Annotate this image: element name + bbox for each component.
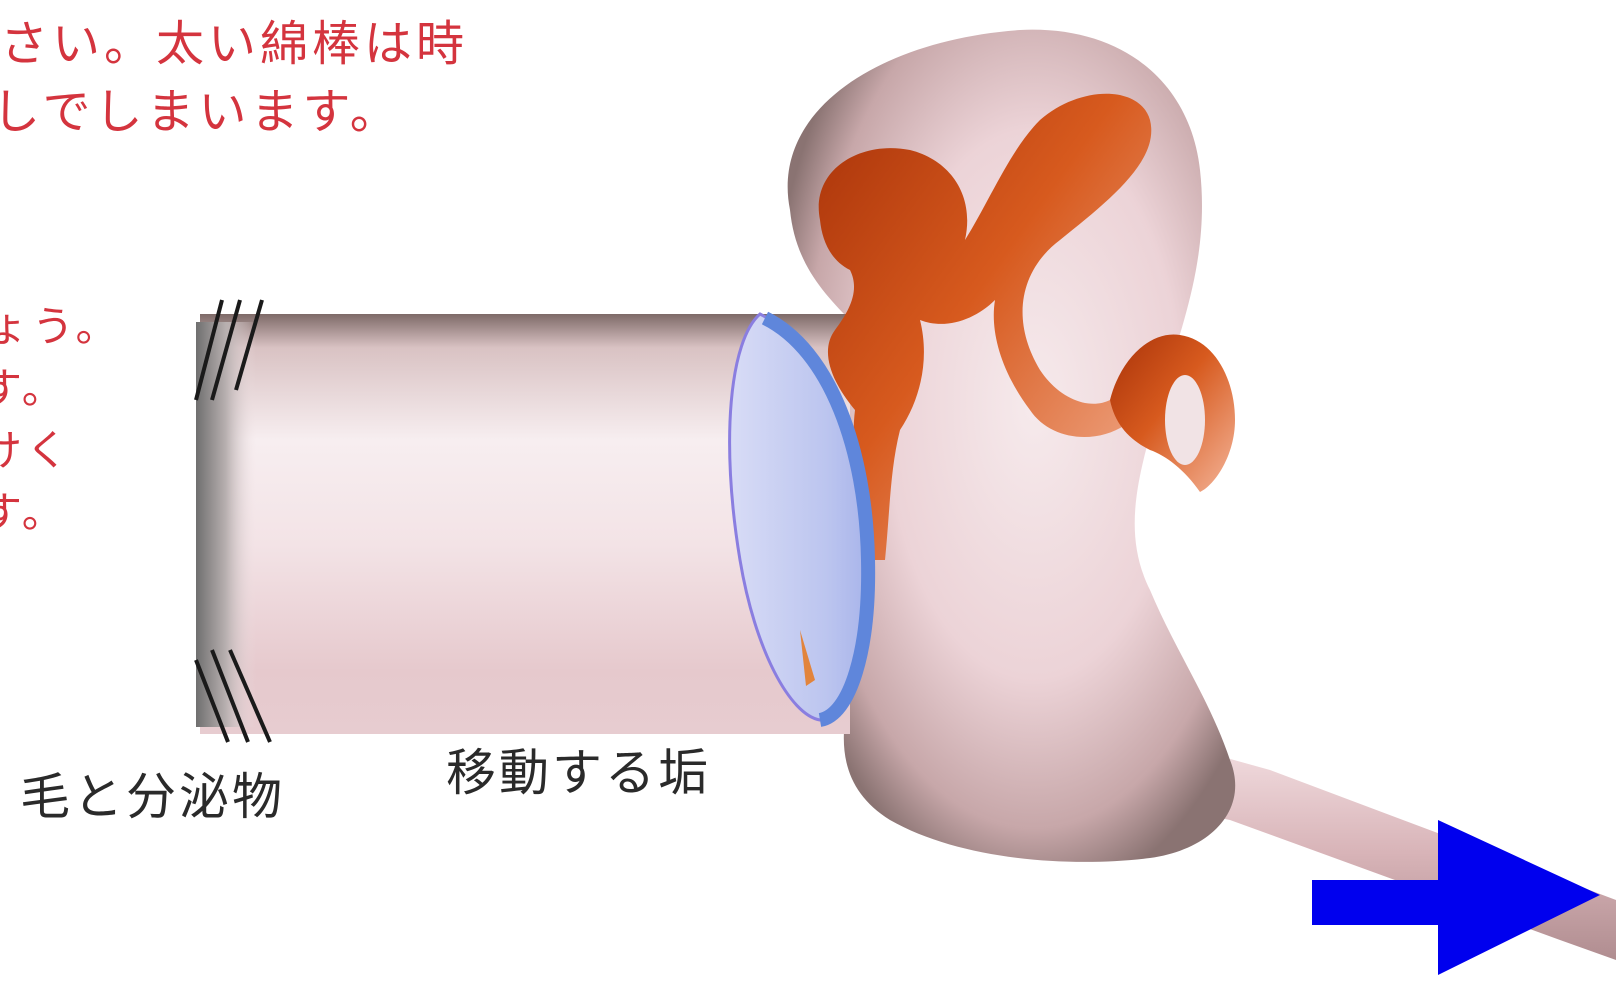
canal-opening — [196, 322, 256, 727]
eustachian-tube — [1180, 745, 1616, 960]
moving-earwax-label: 移動する垢 — [446, 748, 711, 798]
hair-secretion-label: 毛と分泌物 — [20, 772, 285, 822]
